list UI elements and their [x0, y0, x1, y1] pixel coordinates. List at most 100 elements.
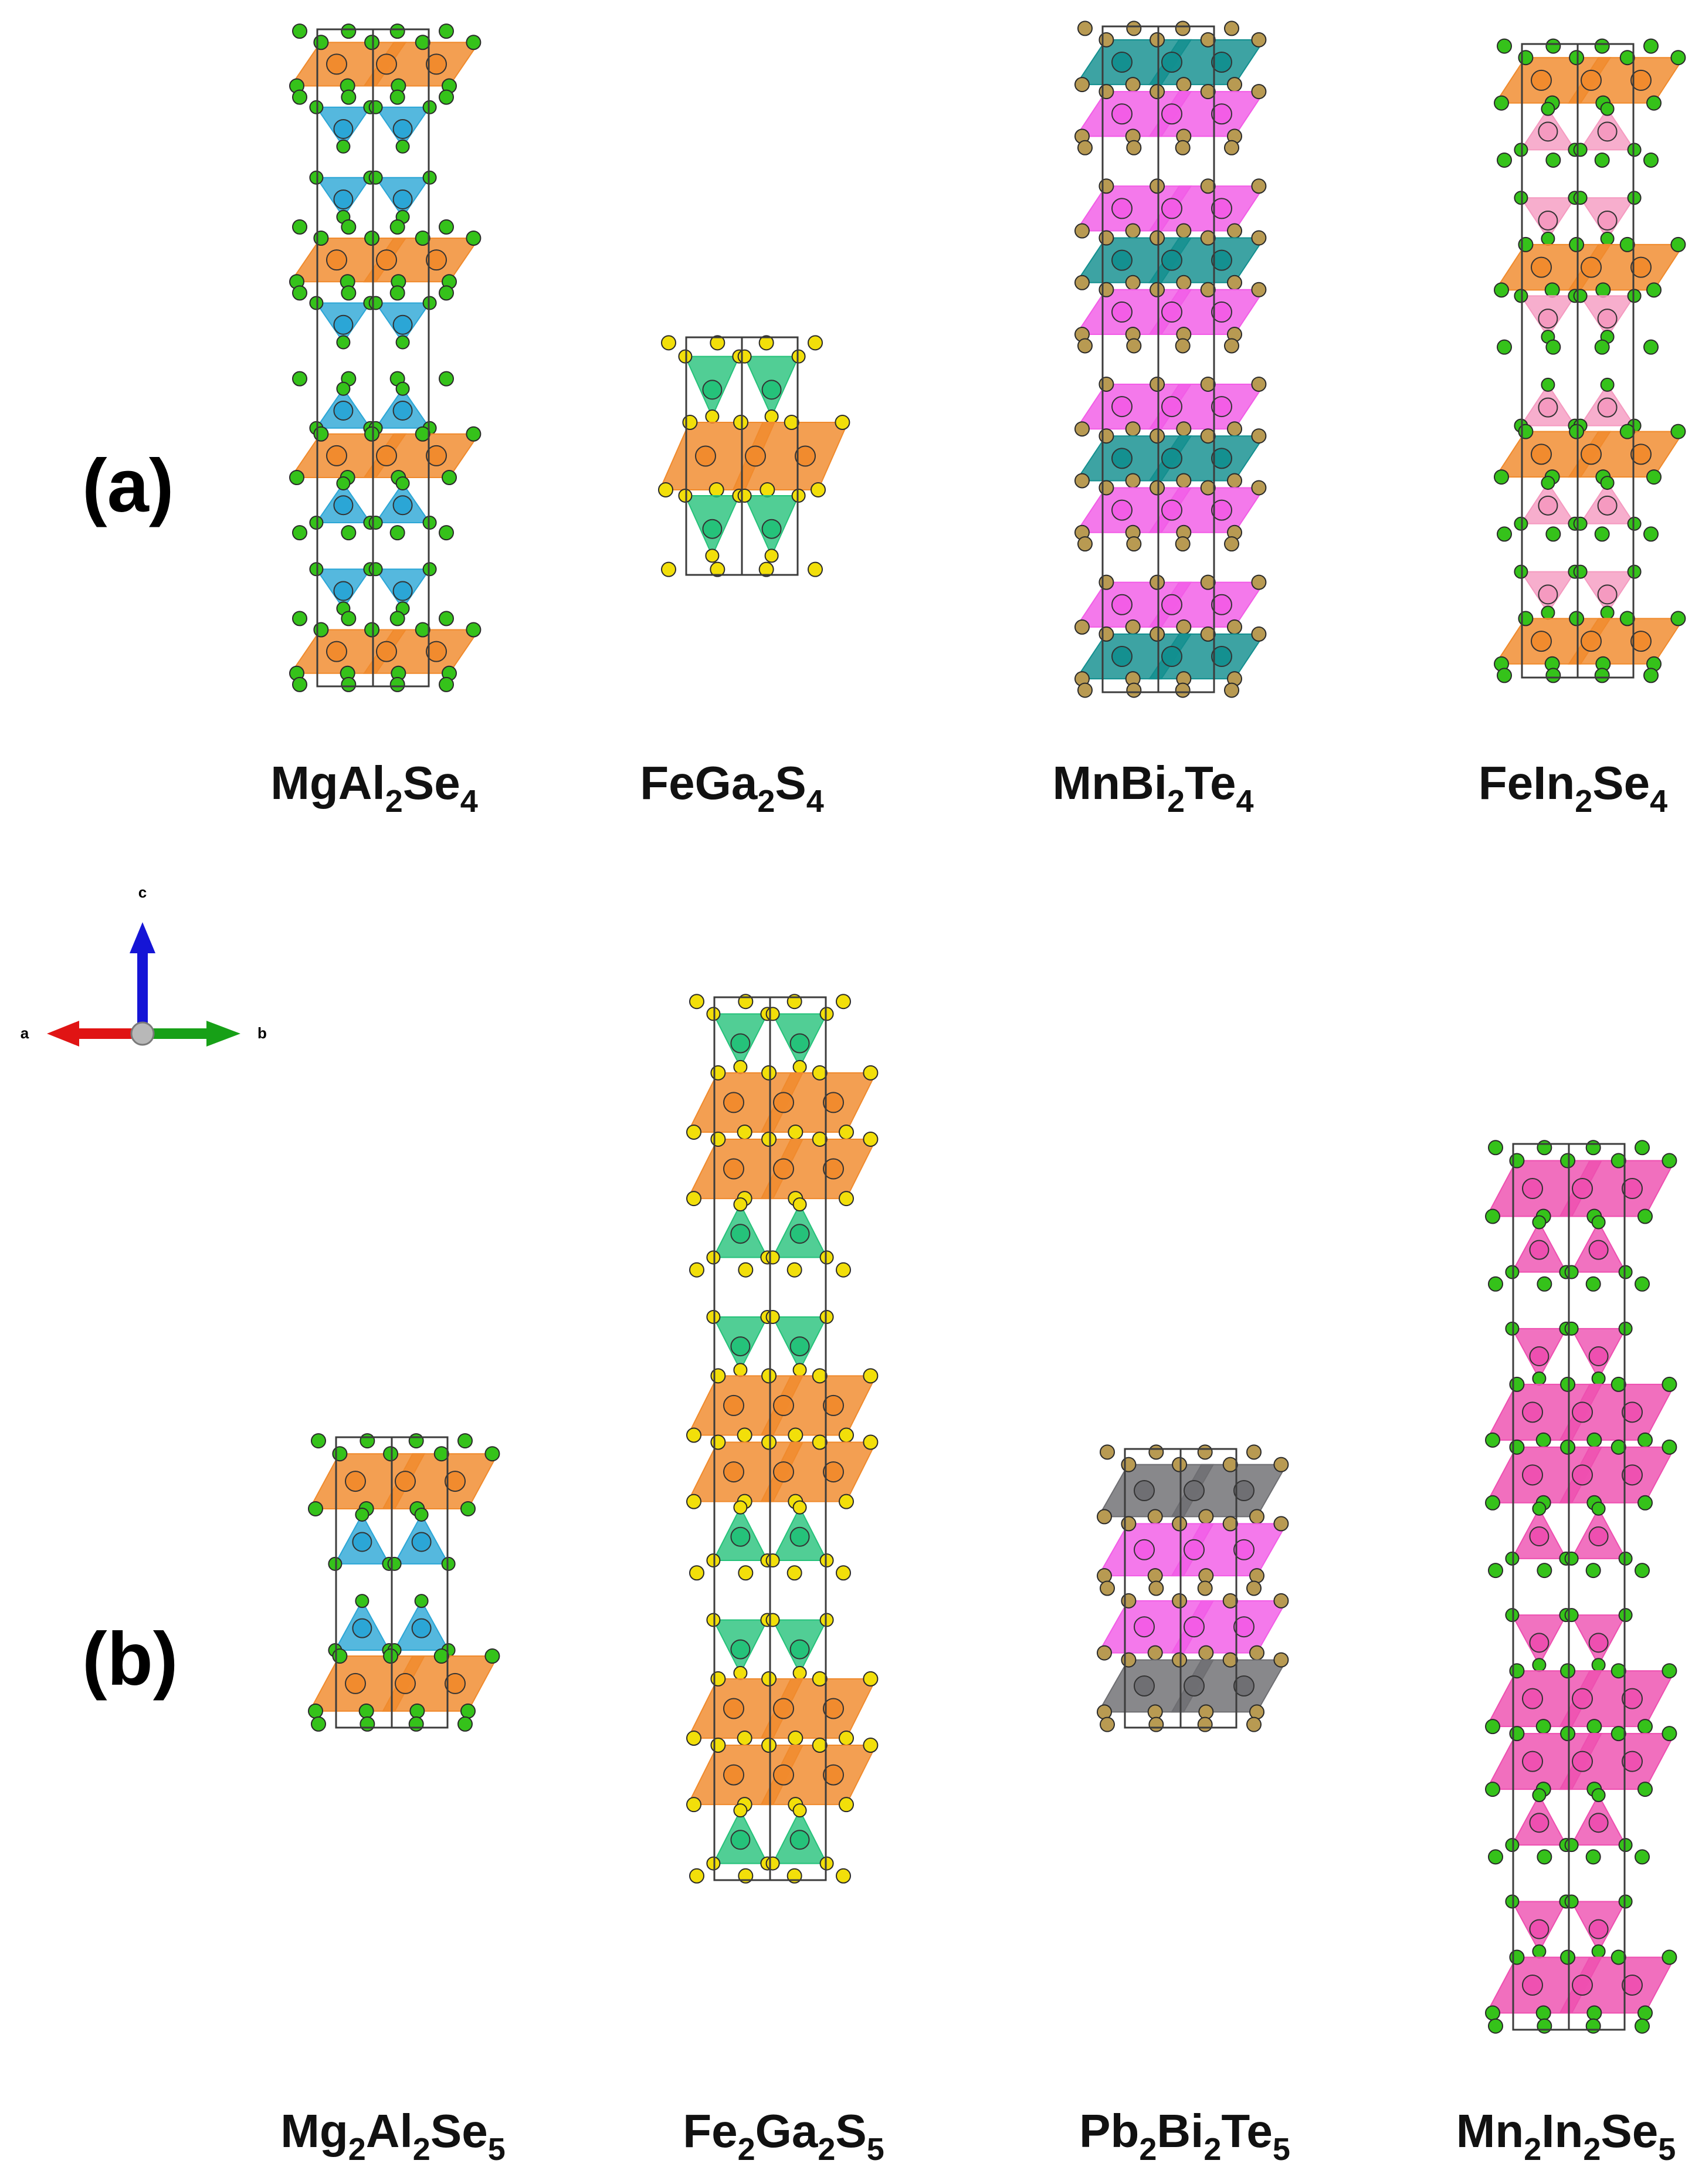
formula-element: FeGa — [640, 757, 758, 809]
metal-atom — [1588, 1919, 1609, 1939]
anion-atom — [1643, 668, 1659, 683]
anion-atom — [364, 622, 380, 638]
anion-atom — [1564, 1551, 1579, 1566]
anion-atom — [1541, 605, 1555, 620]
anion-atom — [1251, 480, 1267, 496]
anion-atom — [341, 676, 357, 692]
anion-atom — [364, 426, 380, 442]
anion-atom — [1224, 682, 1239, 698]
anion-atom — [368, 170, 383, 185]
metal-atom — [445, 1471, 466, 1492]
anion-atom — [792, 1363, 807, 1377]
anion-atom — [812, 1434, 828, 1450]
formula-subscript: 2 — [348, 2132, 366, 2167]
anion-atom — [1637, 1719, 1653, 1735]
anion-atom — [1505, 1551, 1520, 1566]
metal-atom — [730, 1224, 751, 1244]
metal-atom — [395, 1471, 416, 1492]
metal-atom — [1588, 1813, 1609, 1833]
anion-atom — [689, 1262, 704, 1278]
anion-atom — [1251, 428, 1267, 444]
anion-atom — [1564, 1608, 1579, 1623]
anion-atom — [819, 1553, 834, 1568]
anion-atom — [786, 1565, 802, 1581]
b-axis-arrowhead — [206, 1021, 240, 1047]
anion-atom — [1585, 1563, 1601, 1579]
anion-atom — [336, 381, 351, 396]
anion-atom — [792, 1665, 807, 1680]
anion-atom — [758, 561, 774, 577]
anion-atom — [765, 1250, 780, 1265]
metal-atom — [1522, 1178, 1543, 1200]
metal-atom — [1572, 1178, 1593, 1200]
anion-atom — [1150, 230, 1165, 246]
anion-atom — [1564, 1894, 1579, 1909]
anion-atom — [1097, 1645, 1112, 1661]
formula-mgal2se4: MgAl2Se4 — [270, 757, 477, 819]
metal-atom — [392, 314, 413, 335]
metal-atom — [789, 1033, 810, 1054]
metal-atom — [326, 641, 347, 662]
metal-atom — [1161, 594, 1182, 615]
metal-atom — [333, 189, 354, 209]
anion-atom — [433, 1648, 449, 1664]
metal-atom — [789, 1526, 810, 1547]
formula-element: MnBi — [1052, 757, 1167, 809]
anion-atom — [313, 426, 329, 442]
formula-element: Se — [430, 2105, 488, 2157]
anion-atom — [389, 219, 405, 235]
metal-atom — [1538, 397, 1558, 418]
metal-atom — [1161, 646, 1182, 668]
anion-atom — [1200, 32, 1216, 48]
anion-atom — [686, 1191, 701, 1207]
anion-atom — [761, 1434, 777, 1450]
anion-atom — [1224, 140, 1239, 155]
anion-atom — [1537, 1563, 1552, 1579]
metal-atom — [773, 1394, 794, 1416]
metal-atom — [1581, 631, 1602, 652]
anion-atom — [1150, 282, 1165, 297]
anion-atom — [1251, 626, 1267, 642]
anion-atom — [812, 1131, 828, 1147]
formula-element: Al — [366, 2105, 413, 2157]
anion-atom — [341, 611, 357, 627]
anion-atom — [292, 525, 307, 541]
anion-atom — [1662, 1439, 1677, 1455]
anion-atom — [1627, 516, 1642, 531]
anion-atom — [1611, 1153, 1626, 1169]
anion-atom — [439, 371, 454, 387]
anion-atom — [1662, 1376, 1677, 1392]
anion-atom — [1198, 1645, 1214, 1661]
anion-atom — [1505, 1608, 1520, 1623]
metal-atom — [823, 1461, 844, 1483]
anion-atom — [761, 1671, 777, 1687]
anion-atom — [1560, 1439, 1576, 1455]
metal-atom — [1529, 1633, 1550, 1653]
metal-atom — [1630, 443, 1652, 465]
anion-atom — [358, 1703, 374, 1719]
anion-atom — [1585, 1140, 1601, 1156]
anion-atom — [422, 562, 437, 577]
anion-atom — [1200, 376, 1216, 392]
anion-atom — [819, 1250, 834, 1265]
anion-atom — [1560, 1153, 1576, 1169]
formula-subscript: 2 — [385, 784, 403, 819]
metal-atom — [392, 119, 413, 139]
anion-atom — [1175, 536, 1191, 552]
anion-atom — [442, 470, 457, 485]
anion-atom — [1126, 682, 1142, 698]
anion-atom — [1176, 77, 1192, 93]
anion-atom — [1541, 377, 1555, 392]
metal-atom — [1233, 1539, 1255, 1560]
anion-atom — [309, 296, 324, 310]
metal-atom — [426, 445, 447, 466]
metal-atom — [1184, 1616, 1205, 1638]
anion-atom — [395, 139, 410, 154]
anion-atom — [1485, 2005, 1500, 2021]
anion-atom — [1545, 668, 1561, 683]
anion-atom — [1509, 1439, 1525, 1455]
metal-atom — [1538, 210, 1558, 231]
structure-mgal2se4 — [289, 23, 482, 692]
anion-atom — [422, 170, 437, 185]
